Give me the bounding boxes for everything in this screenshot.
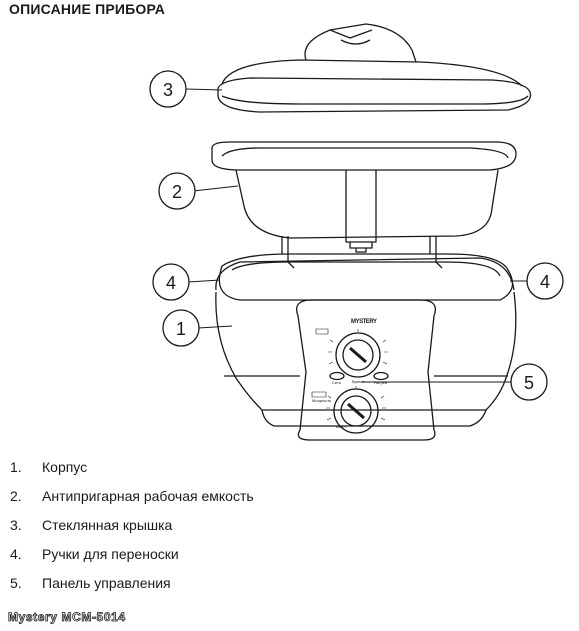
legend-item-number: 1.: [10, 458, 22, 475]
callout-number: 4: [166, 273, 176, 293]
footer-model-name: Mystery MCM-5014: [8, 610, 126, 625]
callout-circle-1: [162, 309, 200, 347]
panel-left-indicator-text: Сеть: [332, 380, 341, 385]
legend-item: 4. Ручки для переноски: [10, 539, 254, 568]
callout-number: 1: [176, 319, 186, 339]
legend-item: 3. Стеклянная крышка: [10, 510, 254, 539]
panel-brand: MYSTERY: [351, 319, 377, 325]
section-heading: ОПИСАНИЕ ПРИБОРА: [9, 1, 166, 17]
legend-item: 2. Антипригарная рабочая емкость: [10, 481, 254, 510]
panel-upper-knob-text: Время: [352, 379, 364, 384]
panel-right-indicator-text: Нагрев: [374, 380, 387, 385]
callout-circle-2: [158, 172, 196, 210]
legend-item: 1. Корпус: [10, 452, 254, 481]
legend-item-label: Антипригарная рабочая емкость: [42, 487, 254, 504]
legend-item-number: 2.: [10, 487, 22, 504]
legend-item-number: 4.: [10, 545, 22, 562]
panel-lower-knob-min: Выкл: [336, 424, 346, 429]
callout-circle-4-left: [152, 263, 190, 301]
leader-lines: [185, 88, 528, 383]
legend-item-label: Стеклянная крышка: [42, 516, 173, 533]
panel-lower-knob-text: Мощность: [312, 398, 331, 403]
legend-item-number: 5.: [10, 574, 22, 591]
callout-number: 4: [540, 272, 550, 292]
base-body-drawing: [215, 253, 517, 441]
callout-number: 5: [524, 373, 534, 393]
glass-lid-drawing: [217, 23, 532, 113]
callout-circle-5: [510, 363, 548, 401]
device-diagram: MYSTERY Время Сеть Нагрев Мощность Выкл …: [149, 23, 564, 441]
callout-number: 3: [163, 80, 173, 100]
legend-item-label: Панель управления: [42, 574, 171, 591]
legend-item-number: 3.: [10, 516, 22, 533]
inner-pot-drawing: [211, 141, 517, 269]
callout-circle-3: [149, 70, 187, 108]
legend-item-label: Корпус: [42, 458, 88, 475]
parts-legend: 1. Корпус 2. Антипригарная рабочая емкос…: [10, 452, 254, 597]
callout-number: 2: [172, 182, 182, 202]
callout-circle-4-right: [526, 262, 564, 300]
legend-item: 5. Панель управления: [10, 568, 254, 597]
legend-item-label: Ручки для переноски: [42, 545, 179, 562]
